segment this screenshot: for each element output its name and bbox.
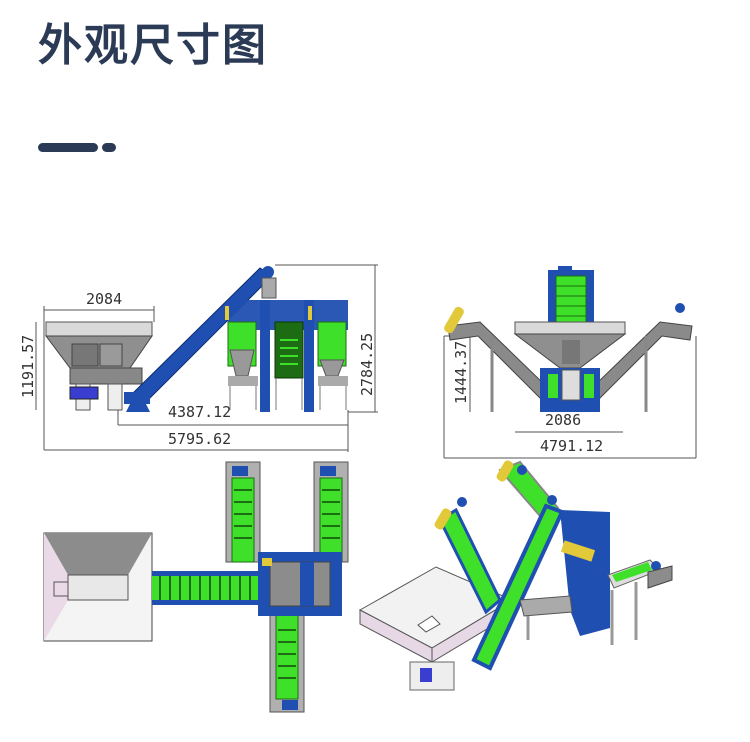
- dim-front-hopper-width: 2086: [545, 411, 581, 429]
- iso-view: [358, 460, 673, 691]
- title-underline-long: [38, 143, 98, 152]
- dim-front-height: 1444.37: [452, 341, 470, 404]
- dim-total-height: 2784.25: [358, 333, 376, 396]
- side-view: 2084 1191.57 4387.12 5795.62 2784.25: [19, 264, 378, 452]
- dim-front-total-width: 4791.12: [540, 437, 603, 455]
- dim-hopper-height: 1191.57: [19, 335, 37, 398]
- dim-conveyor-length: 4387.12: [168, 403, 231, 421]
- page-title: 外观尺寸图: [38, 20, 268, 71]
- title-underline-dot: [102, 143, 116, 152]
- front-view: 1444.37 2086 4791.12: [443, 266, 697, 459]
- dim-hopper-width: 2084: [86, 290, 122, 308]
- dim-total-length: 5795.62: [168, 430, 231, 448]
- top-view: [43, 461, 349, 713]
